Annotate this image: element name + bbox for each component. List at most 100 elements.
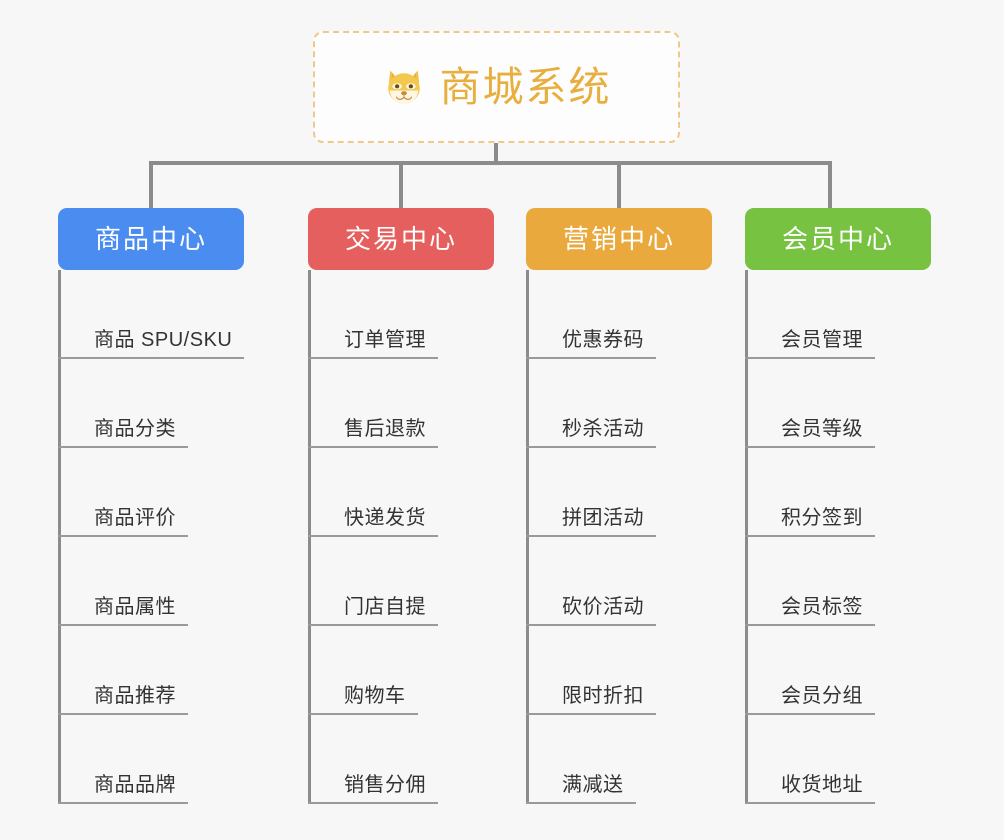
- leaf-item-label: 收货地址: [781, 774, 863, 796]
- leaf-item-label: 会员标签: [781, 596, 863, 618]
- leaf-list-trade-center: 订单管理 售后退款 快递发货 门店自提 购物车 销售分佣: [308, 270, 494, 804]
- leaf-item-label: 会员等级: [781, 418, 863, 440]
- leaf-item-label: 优惠券码: [562, 329, 644, 351]
- leaf-item-rule: [308, 713, 418, 715]
- leaf-item-label: 砍价活动: [562, 596, 644, 618]
- leaf-item[interactable]: 会员标签: [745, 537, 931, 626]
- leaf-item-rule: [745, 802, 875, 804]
- leaf-item[interactable]: 商品属性: [58, 537, 244, 626]
- leaf-item[interactable]: 门店自提: [308, 537, 494, 626]
- leaf-item-rule: [308, 446, 438, 448]
- leaf-item-label: 限时折扣: [562, 685, 644, 707]
- leaf-item[interactable]: 会员管理: [745, 270, 931, 359]
- root-node-商城系统[interactable]: 商城系统: [313, 31, 680, 143]
- leaf-item-rule: [526, 357, 656, 359]
- leaf-item-label: 商品品牌: [94, 774, 176, 796]
- column-spine: [308, 270, 311, 804]
- leaf-item[interactable]: 拼团活动: [526, 448, 712, 537]
- column-member-center: 会员中心 会员管理 会员等级 积分签到 会员标签 会员分组: [745, 208, 931, 804]
- leaf-item[interactable]: 订单管理: [308, 270, 494, 359]
- column-spine: [58, 270, 61, 804]
- leaf-item-rule: [745, 357, 875, 359]
- leaf-item-label: 商品 SPU/SKU: [94, 329, 233, 351]
- leaf-item-rule: [526, 713, 656, 715]
- column-marketing-center: 营销中心 优惠券码 秒杀活动 拼团活动 砍价活动 限时折扣: [526, 208, 712, 804]
- column-trade-center: 交易中心 订单管理 售后退款 快递发货 门店自提 购物车: [308, 208, 494, 804]
- leaf-item-rule: [58, 535, 188, 537]
- leaf-item[interactable]: 会员分组: [745, 626, 931, 715]
- leaf-item-label: 商品属性: [94, 596, 176, 618]
- leaf-item[interactable]: 满减送: [526, 715, 712, 804]
- category-header-marketing-center[interactable]: 营销中心: [526, 208, 712, 270]
- leaf-item-rule: [745, 446, 875, 448]
- leaf-item[interactable]: 收货地址: [745, 715, 931, 804]
- category-header-label: 营销中心: [562, 224, 675, 254]
- leaf-item-rule: [58, 713, 188, 715]
- leaf-item-label: 满减送: [562, 774, 624, 796]
- leaf-item-rule: [745, 713, 875, 715]
- leaf-item-label: 订单管理: [344, 329, 426, 351]
- connector-drop-2: [399, 161, 403, 208]
- leaf-item-rule: [526, 535, 656, 537]
- leaf-item-rule: [745, 535, 875, 537]
- leaf-item[interactable]: 积分签到: [745, 448, 931, 537]
- category-header-product-center[interactable]: 商品中心: [58, 208, 244, 270]
- connector-root-stem: [494, 143, 498, 165]
- leaf-item-rule: [58, 446, 188, 448]
- leaf-item-label: 会员管理: [781, 329, 863, 351]
- leaf-item-label: 商品评价: [94, 507, 176, 529]
- leaf-item-label: 购物车: [344, 685, 406, 707]
- column-spine: [745, 270, 748, 804]
- leaf-item[interactable]: 售后退款: [308, 359, 494, 448]
- leaf-item[interactable]: 会员等级: [745, 359, 931, 448]
- shiba-dog-face-icon: [382, 65, 426, 109]
- category-header-label: 商品中心: [94, 224, 207, 254]
- leaf-item-label: 商品推荐: [94, 685, 176, 707]
- connector-drop-4: [828, 161, 832, 208]
- leaf-item[interactable]: 商品分类: [58, 359, 244, 448]
- leaf-item[interactable]: 秒杀活动: [526, 359, 712, 448]
- category-header-trade-center[interactable]: 交易中心: [308, 208, 494, 270]
- category-header-label: 交易中心: [344, 224, 457, 254]
- leaf-list-product-center: 商品 SPU/SKU 商品分类 商品评价 商品属性 商品推荐 商品品牌: [58, 270, 244, 804]
- leaf-item-rule: [308, 535, 438, 537]
- leaf-item-rule: [308, 802, 438, 804]
- column-spine: [526, 270, 529, 804]
- leaf-item-label: 商品分类: [94, 418, 176, 440]
- category-header-label: 会员中心: [781, 224, 894, 254]
- leaf-item[interactable]: 购物车: [308, 626, 494, 715]
- leaf-item[interactable]: 快递发货: [308, 448, 494, 537]
- connector-drop-1: [149, 161, 153, 208]
- leaf-item-rule: [526, 802, 636, 804]
- leaf-item-label: 售后退款: [344, 418, 426, 440]
- leaf-list-marketing-center: 优惠券码 秒杀活动 拼团活动 砍价活动 限时折扣 满减送: [526, 270, 712, 804]
- leaf-item-rule: [526, 446, 656, 448]
- leaf-item[interactable]: 优惠券码: [526, 270, 712, 359]
- leaf-item[interactable]: 商品评价: [58, 448, 244, 537]
- connector-drop-3: [617, 161, 621, 208]
- leaf-item-rule: [745, 624, 875, 626]
- column-product-center: 商品中心 商品 SPU/SKU 商品分类 商品评价 商品属性 商品推荐: [58, 208, 244, 804]
- leaf-item-label: 拼团活动: [562, 507, 644, 529]
- leaf-item-label: 会员分组: [781, 685, 863, 707]
- leaf-item-label: 门店自提: [344, 596, 426, 618]
- leaf-item-rule: [58, 624, 188, 626]
- connector-horizontal-bus: [149, 161, 832, 165]
- leaf-item-label: 快递发货: [344, 507, 426, 529]
- leaf-item-rule: [308, 624, 438, 626]
- root-node-label: 商城系统: [439, 63, 612, 110]
- leaf-item[interactable]: 商品 SPU/SKU: [58, 270, 244, 359]
- leaf-item-rule: [526, 624, 656, 626]
- category-header-member-center[interactable]: 会员中心: [745, 208, 931, 270]
- leaf-item-rule: [308, 357, 438, 359]
- leaf-item[interactable]: 商品品牌: [58, 715, 244, 804]
- leaf-item-rule: [58, 357, 244, 359]
- leaf-item[interactable]: 砍价活动: [526, 537, 712, 626]
- leaf-item[interactable]: 销售分佣: [308, 715, 494, 804]
- leaf-item[interactable]: 商品推荐: [58, 626, 244, 715]
- leaf-item-label: 积分签到: [781, 507, 863, 529]
- leaf-item-label: 销售分佣: [344, 774, 426, 796]
- leaf-item[interactable]: 限时折扣: [526, 626, 712, 715]
- leaf-item-label: 秒杀活动: [562, 418, 644, 440]
